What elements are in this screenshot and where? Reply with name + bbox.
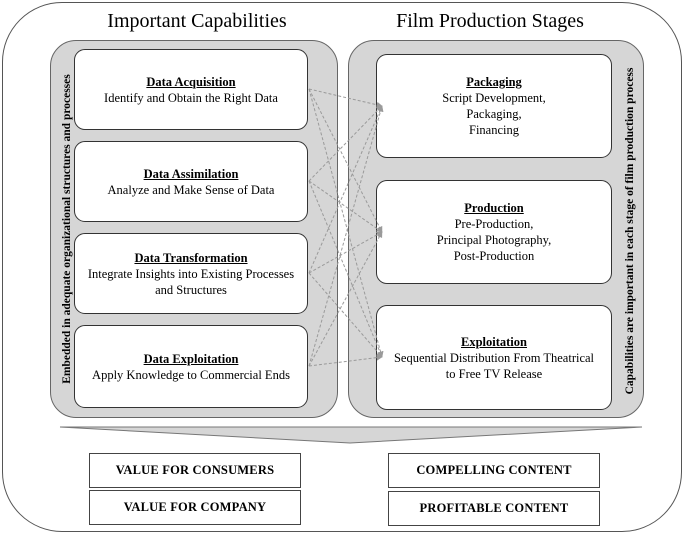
capability-desc: Integrate Insights into Existing Process… <box>87 266 295 281</box>
connector-2-0 <box>308 105 383 274</box>
capability-data-exploitation: Data Exploitation Apply Knowledge to Com… <box>74 325 308 408</box>
stage-title: Exploitation <box>461 334 527 349</box>
stage-title: Packaging <box>466 75 522 89</box>
stage-packaging: Packaging Script Development, Packaging,… <box>376 54 612 158</box>
connector-2-1 <box>308 231 383 274</box>
connector-0-0 <box>308 88 383 108</box>
capability-desc: Identify and Obtain the Right Data <box>104 90 278 105</box>
outcome-value-consumers: VALUE FOR CONSUMERS <box>89 453 301 488</box>
capability-title: Data Exploitation <box>143 351 239 366</box>
capability-desc: Analyze and Make Sense of Data <box>107 182 275 197</box>
connector-0-1 <box>308 88 383 233</box>
stage-desc: Principal Photography, <box>436 233 552 247</box>
connector-3-0 <box>308 105 384 367</box>
capability-data-acquisition: Data Acquisition Identify and Obtain the… <box>74 49 308 130</box>
connector-3-2 <box>308 354 383 367</box>
capability-data-transformation: Data Transformation Integrate Insights i… <box>74 233 308 314</box>
capability-title: Data Transformation <box>134 250 248 265</box>
capability-desc: Apply Knowledge to Commercial Ends <box>92 367 290 382</box>
stage-desc: Pre-Production, <box>454 217 534 231</box>
stage-title: Production <box>464 201 524 215</box>
connector-2-2 <box>308 272 383 358</box>
capability-title: Data Acquisition <box>146 74 236 89</box>
stage-desc: Script Development, <box>442 91 546 105</box>
stage-desc: Financing <box>469 123 519 137</box>
connector-1-2 <box>308 180 383 358</box>
capability-desc: and Structures <box>155 282 227 297</box>
merge-arrow <box>59 426 643 444</box>
stage-desc: Packaging, <box>466 107 522 121</box>
outcome-value-company: VALUE FOR COMPANY <box>89 490 301 525</box>
capabilities-title: Important Capabilities <box>107 10 287 32</box>
connector-1-0 <box>308 105 383 182</box>
outcome-compelling-content: COMPELLING CONTENT <box>388 453 600 488</box>
stage-desc: Sequential Distribution From Theatrical <box>393 350 595 365</box>
stages-title: Film Production Stages <box>396 10 584 32</box>
stage-desc: Post-Production <box>453 249 535 263</box>
stage-exploitation: Exploitation Sequential Distribution Fro… <box>376 305 612 410</box>
connector-3-1 <box>308 231 383 367</box>
connector-arrows <box>308 88 384 367</box>
connector-0-2 <box>308 88 384 358</box>
stage-production: Production Pre-Production, Principal Pho… <box>376 180 612 284</box>
stage-desc: to Free TV Release <box>445 366 543 381</box>
outcome-profitable-content: PROFITABLE CONTENT <box>388 491 600 526</box>
capability-data-assimilation: Data Assimilation Analyze and Make Sense… <box>74 141 308 222</box>
capability-title: Data Assimilation <box>143 166 239 181</box>
